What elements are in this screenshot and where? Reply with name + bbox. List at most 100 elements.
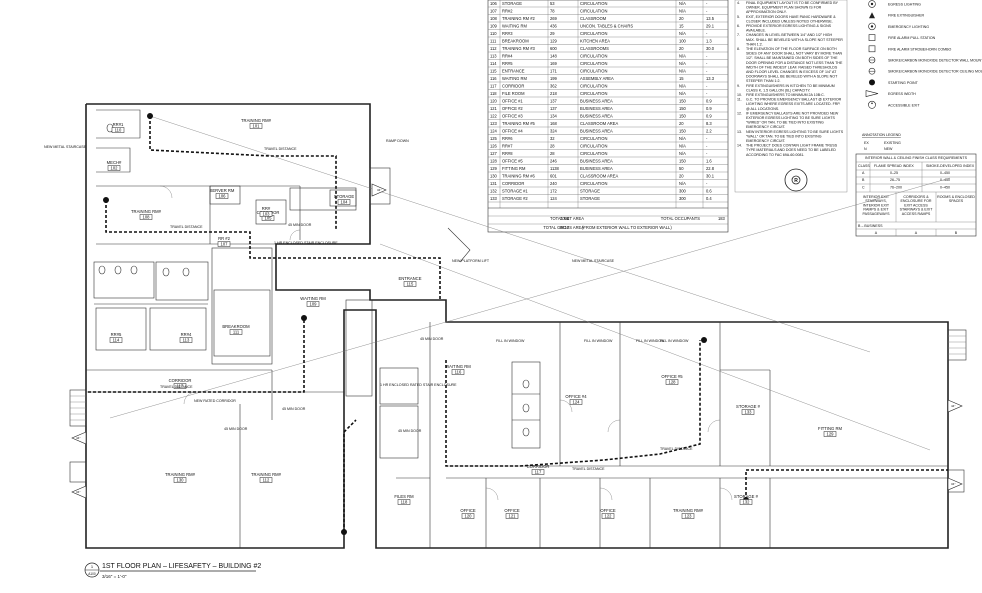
room-name: OFFICE #4 xyxy=(565,394,587,399)
finish-table-title: INTERIOR WALL & CEILING FINISH CLASS REQ… xyxy=(865,156,968,160)
schedule-cell: 300 xyxy=(679,196,687,201)
note-line: EXIT, EXTERIOR DOORS HAVE PANIC HARDWARE… xyxy=(746,15,836,19)
room-name: OFFICE #5 xyxy=(661,374,683,379)
schedule-cell: 120 xyxy=(490,99,498,104)
room-number: 113 xyxy=(183,337,190,342)
note-number: 7. xyxy=(737,33,740,37)
note-45-min-door-5: 45 MIN DOOR xyxy=(398,429,422,433)
schedule-cell: 123 xyxy=(490,121,498,126)
schedule-cell: 107 xyxy=(490,9,498,14)
schedule-cell: 22.8 xyxy=(706,166,715,171)
schedule-cell: 169 xyxy=(550,61,558,66)
schedule-cell: 324 xyxy=(550,129,558,134)
starting-point-icon xyxy=(869,79,875,86)
drawing-title-text: 1ST FLOOR PLAN – LIFESAFETY – BUILDING #… xyxy=(102,563,261,570)
annotation-legend-title: ANNOTATION LEGEND xyxy=(862,133,901,137)
schedule-cell: 199 xyxy=(550,76,558,81)
schedule-cell: FILE ROOM xyxy=(502,91,525,96)
note-number: 9. xyxy=(737,84,740,88)
room-number: 110 xyxy=(115,127,122,132)
svg-text:34": 34" xyxy=(76,490,80,494)
starting-point-icon xyxy=(103,197,109,203)
schedule-cell: TRAINING RM #2 xyxy=(502,16,535,21)
schedule-cell: 115 xyxy=(490,69,497,74)
drawing-scale: 3/16" = 1'-0" xyxy=(102,574,127,579)
finish-subheader-line: RAMPS & EXIT xyxy=(863,208,889,212)
finish-header: SMOKE-DEVELOPED INDEX xyxy=(926,164,975,168)
note-number: 10. xyxy=(737,93,742,97)
schedule-cell: CIRCULATION xyxy=(580,61,607,66)
schedule-cell: 126 xyxy=(490,144,498,149)
room-name: OFFICE xyxy=(600,508,616,513)
schedule-cell: 1138 xyxy=(550,166,560,171)
occupancy-cell: B xyxy=(955,231,958,235)
room-number: 120 xyxy=(465,513,473,518)
note-number: 6. xyxy=(737,24,740,28)
finish-subheader-line: INTERIOR EXIT xyxy=(863,195,890,199)
schedule-cell: - xyxy=(706,91,708,96)
room-name: WAITING RM xyxy=(445,364,471,369)
schedule-cell: CIRCULATION xyxy=(580,31,607,36)
room-number: 133 xyxy=(745,409,753,414)
egress-width-icon: 44" xyxy=(947,399,963,413)
finish-cell: 0–25 xyxy=(890,171,898,175)
room-name: CORRIDOR xyxy=(169,378,192,383)
schedule-cell: CLASSROOM xyxy=(580,16,607,21)
schedule-cell: 150 xyxy=(679,159,687,164)
room-number: 105 xyxy=(265,215,273,220)
schedule-cell: 134 xyxy=(550,114,558,119)
note-number: 11. xyxy=(737,98,742,102)
note-45-min-door-2: 45 MIN DOOR xyxy=(282,407,306,411)
schedule-cell: CIRCULATION xyxy=(580,91,607,96)
schedule-cell: 8.3 xyxy=(706,121,712,126)
gross-note: (FROM EXTERIOR WALL TO EXTERIOR WALL) xyxy=(582,225,672,230)
schedule-cell: CORRIDOR xyxy=(502,84,524,89)
room-name: TRAINING RM# xyxy=(165,472,196,477)
total-gross-label: TOTAL GROSS AREA xyxy=(543,225,584,230)
schedule-cell: 20 xyxy=(679,46,684,51)
schedule-cell: 436 xyxy=(550,24,558,29)
schedule-cell: BUSINESS AREA xyxy=(580,114,613,119)
room-number: 132 xyxy=(743,499,751,504)
travel-distance-label-2: TRAVEL DISTANCE xyxy=(170,225,203,229)
schedule-cell: 137 xyxy=(550,99,558,104)
schedule-cell: TRAINING RM #3 xyxy=(502,46,535,51)
finish-subheader-line: PASSAGEWAYS xyxy=(862,212,890,216)
schedule-cell: KITCHEN AREA xyxy=(580,39,610,44)
schedule-cell: 600 xyxy=(550,46,558,51)
schedule-cell: 30.1 xyxy=(706,174,715,179)
schedule-cell: 150 xyxy=(679,99,687,104)
schedule-cell: CIRCULATION xyxy=(580,181,607,186)
schedule-cell: 133 xyxy=(490,196,498,201)
annotation-ex-code: EX xyxy=(864,141,869,145)
schedule-cell: - xyxy=(706,144,708,149)
note-45-min-door-1: 45 MIN DOOR xyxy=(288,223,312,227)
note-line: THE PROJECT DOES CONTAIN LIGHT FRAME TRU… xyxy=(746,144,838,148)
note-line: 1/2". SHALL BE MAINTAINED ON BOTH SIDES … xyxy=(746,56,838,60)
legend-label: FIRE ALARM STROBE/HORN COMBO xyxy=(888,47,952,51)
schedule-cell: 30.0 xyxy=(706,46,715,51)
note-line: TYPE MATERIALS AND DOES NEED TO BE LABEL… xyxy=(746,148,836,152)
room-name: TRAINING RM# xyxy=(251,472,282,477)
schedule-cell: 110 xyxy=(490,31,497,36)
room-name: CORRIDOR xyxy=(527,464,550,469)
note-line: NEW INTERIOR EGRESS LIGHTING TO BE SURE … xyxy=(746,130,844,134)
finish-subheader-line: ENCLOSURE FOR xyxy=(901,199,932,203)
schedule-cell: 122 xyxy=(490,114,498,119)
note-line: ACCORDING TO FAC 69A-60.0081. xyxy=(746,153,804,157)
schedule-cell: STORAGE xyxy=(502,1,522,6)
legend-label: FIRE ALARM PULL STATION xyxy=(888,36,936,40)
schedule-cell: CORRIDOR xyxy=(502,181,524,186)
plan-annotations: NEW METAL STAIRCASE RAMP DOWN NEW PLATFO… xyxy=(44,139,693,471)
room-number: 102 xyxy=(111,165,119,170)
room-number: 114 xyxy=(113,337,120,342)
starting-point-icon xyxy=(301,315,307,321)
schedule-cell: CIRCULATION xyxy=(580,1,607,6)
schedule-cell: - xyxy=(706,69,708,74)
schedule-cell: 113 xyxy=(490,54,497,59)
note-line: SIDES OF ANY DOOR SHALL NOT VARY BY MORE… xyxy=(746,52,842,56)
room-name: TRAINING RM# xyxy=(131,209,162,214)
total-net-value: 7004 xyxy=(560,216,570,221)
schedule-cell: TRAINING RM #6 xyxy=(502,174,535,179)
